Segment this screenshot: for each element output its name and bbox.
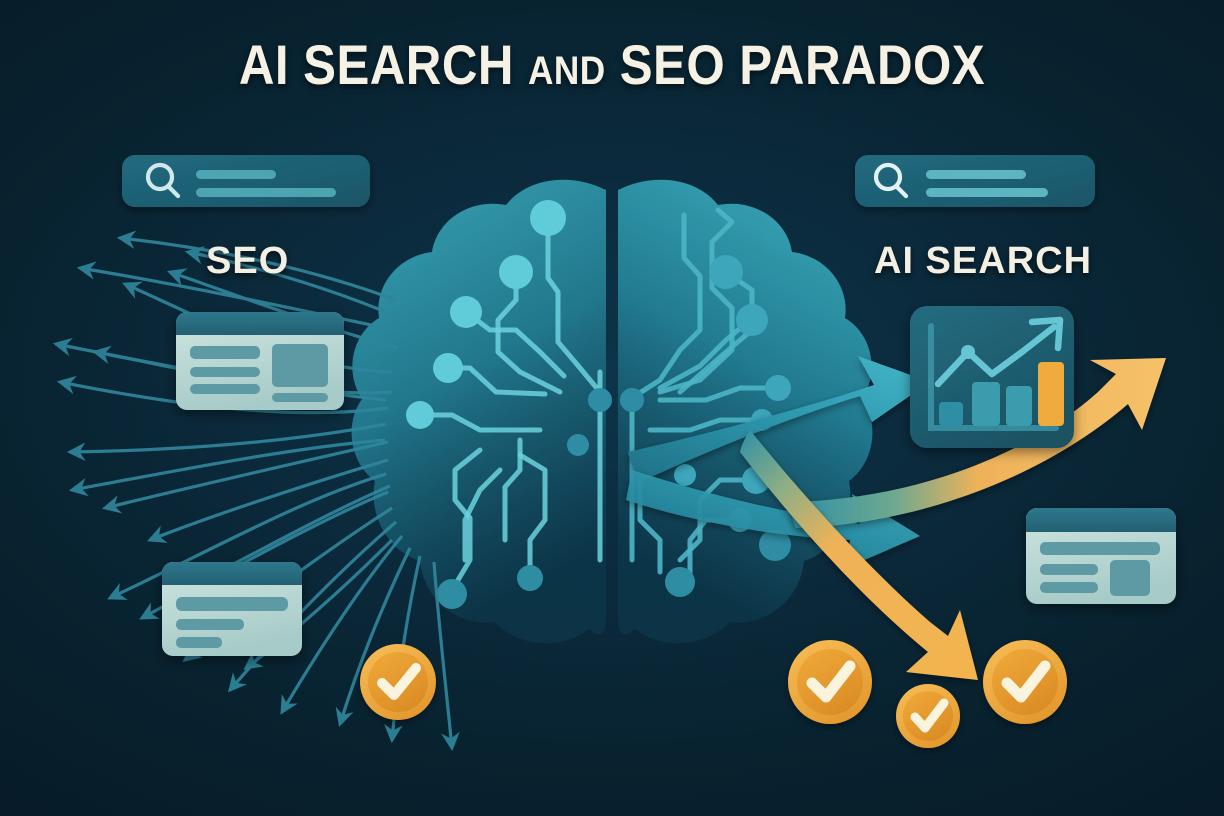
ai-answer-card[interactable] [1026, 508, 1176, 604]
card-line [1040, 564, 1098, 575]
card-line [190, 384, 260, 394]
page-title-conjunction: AND [528, 49, 606, 93]
card-line [272, 393, 328, 402]
card-line [190, 367, 260, 377]
query-line-short [926, 188, 1048, 197]
card-thumbnail [272, 344, 328, 387]
page-title: AI SEARCH AND SEO PARADOX [73, 32, 1150, 97]
check-icon [1001, 660, 1051, 703]
analytics-chart-card[interactable] [910, 306, 1074, 448]
seo-search-bar[interactable] [122, 155, 370, 207]
brain-circuit-nodes-lower [437, 388, 791, 609]
card-line [1040, 542, 1160, 555]
check-icon [806, 660, 856, 703]
outbound-arrow-swarm [52, 230, 460, 752]
search-icon [873, 162, 909, 199]
seo-result-card-top[interactable] [176, 312, 344, 410]
card-thumbnail [1110, 560, 1150, 596]
trend-line [934, 323, 1058, 388]
arrow-growth-amber [790, 358, 1166, 528]
seo-result-card-bottom[interactable] [162, 562, 302, 656]
card-line [176, 597, 288, 611]
arrow-to-chart [628, 356, 930, 482]
check-icon [377, 663, 421, 700]
check-badge-left[interactable] [788, 640, 872, 724]
chart-axes [928, 323, 1059, 431]
ai-search-bar[interactable] [855, 155, 1095, 207]
card-line [176, 637, 222, 648]
chart-bars [939, 362, 1064, 426]
card-line [190, 346, 260, 359]
page-title-lead: AI SEARCH [238, 33, 529, 96]
ai-search-label: AI SEARCH [874, 240, 1093, 282]
brain-circuit-traces [417, 215, 603, 593]
query-line-long [196, 170, 276, 179]
trend-arrowhead [1028, 316, 1064, 352]
trend-point [961, 345, 975, 359]
arrow-fan-teal-lower [626, 470, 920, 568]
check-badge-middle[interactable] [896, 684, 960, 748]
search-icon [145, 162, 181, 199]
brain-circuit-nodes [406, 200, 566, 429]
page-title-tail: SEO PARADOX [605, 33, 986, 96]
query-line-long [926, 170, 1026, 179]
check-badge-right[interactable] [983, 640, 1067, 724]
check-icon [910, 698, 949, 733]
card-line [176, 619, 244, 630]
seo-label: SEO [206, 240, 290, 282]
check-badge-seo[interactable] [360, 644, 436, 720]
arrow-descend-amber [740, 430, 978, 680]
query-line-short [196, 188, 336, 197]
card-line [1040, 582, 1098, 593]
